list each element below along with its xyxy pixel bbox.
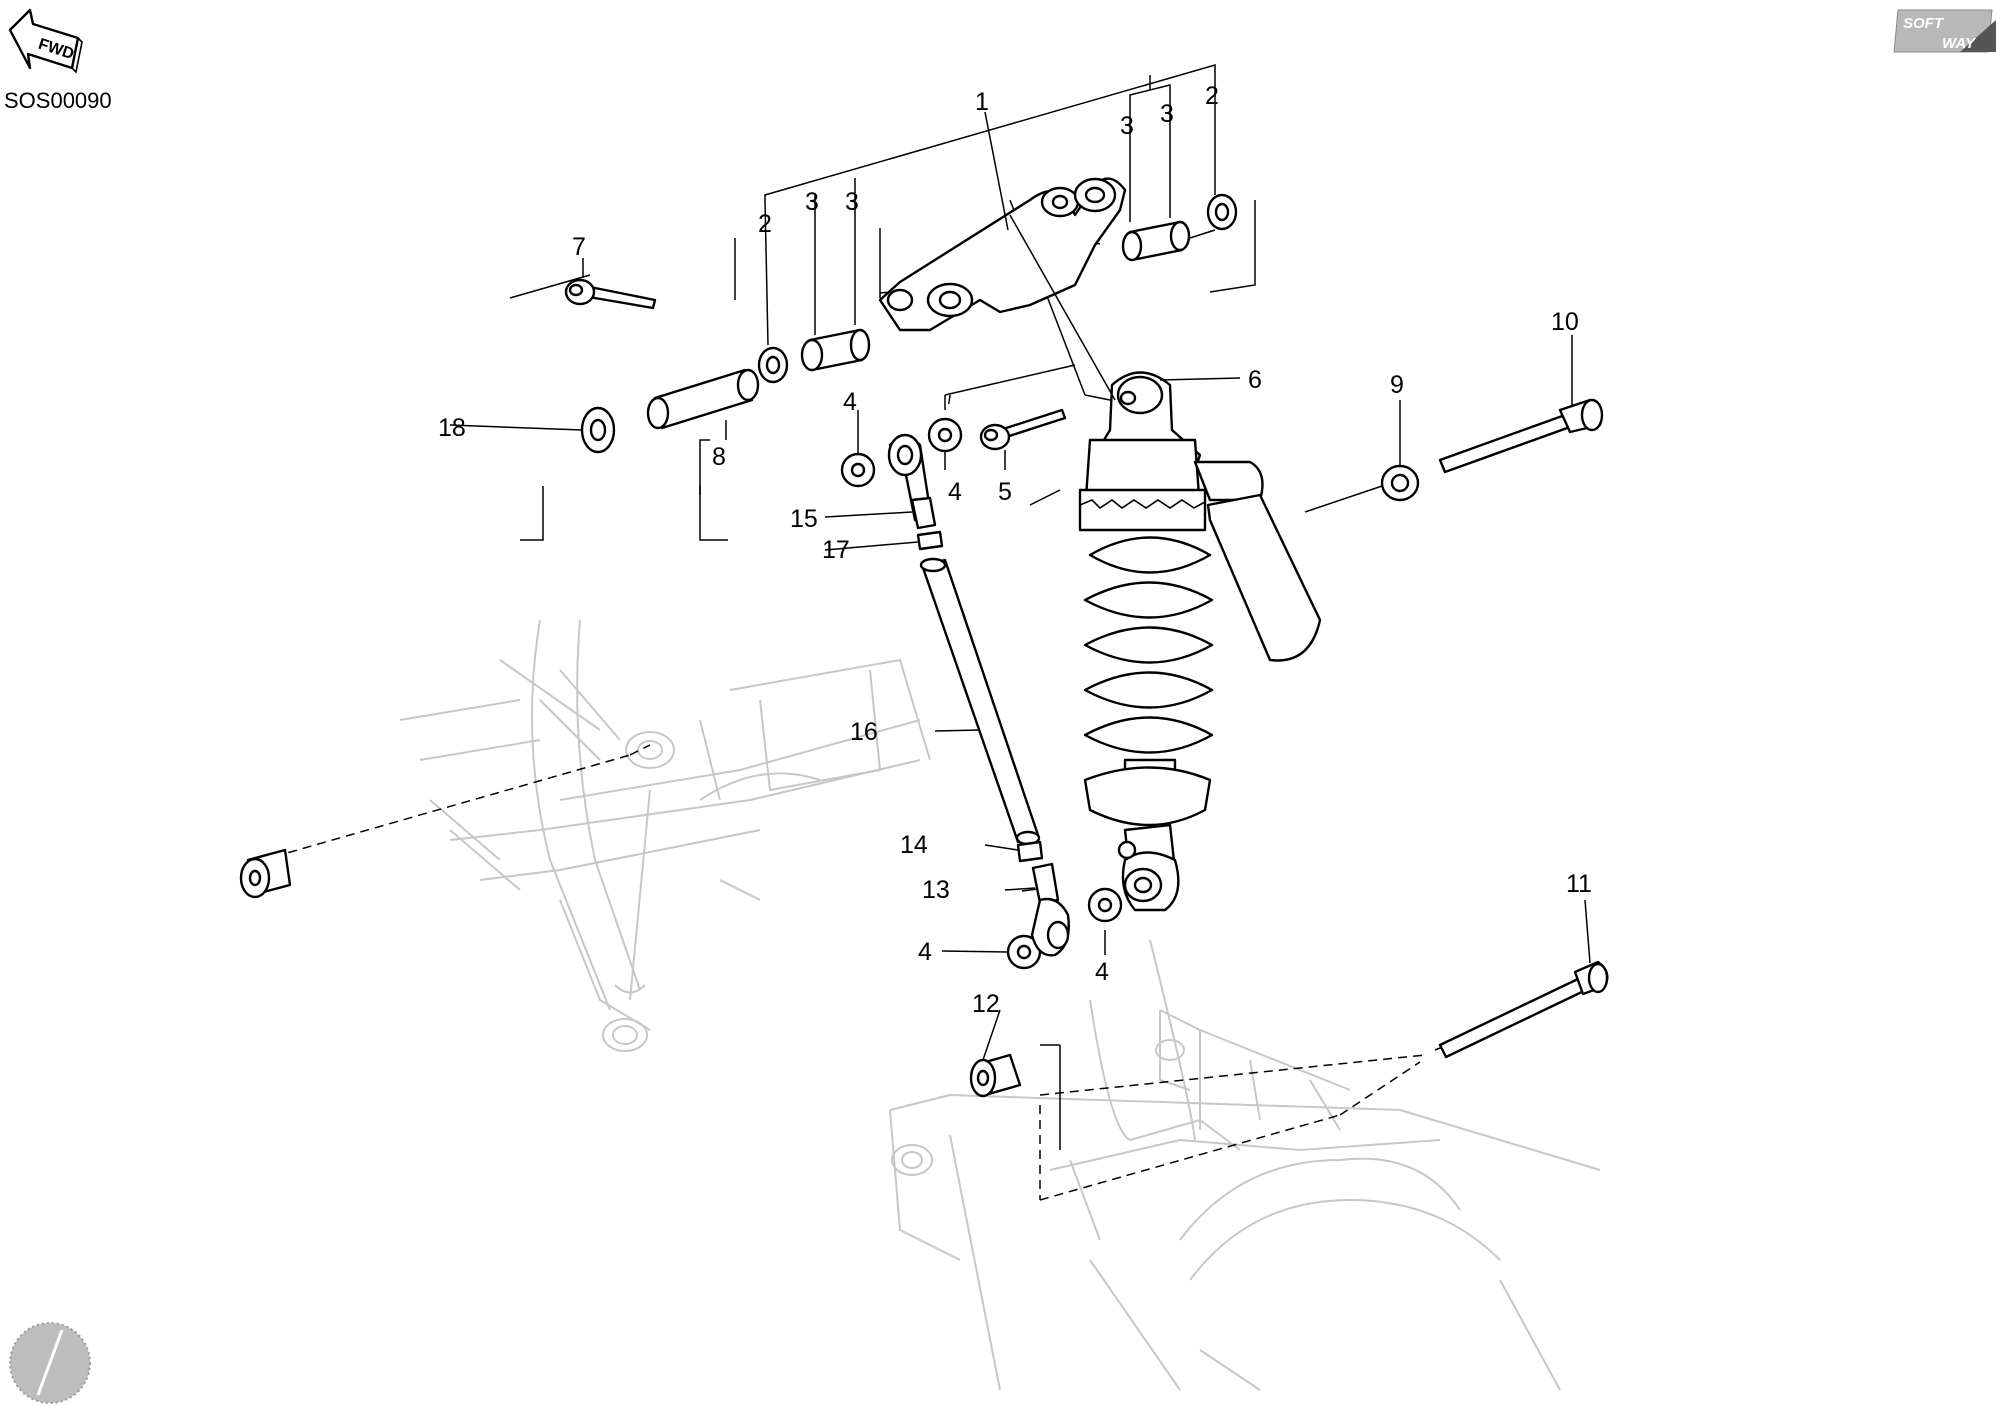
logo-bottom-text: WAY bbox=[1942, 35, 1977, 52]
callout-5: 5 bbox=[998, 478, 1012, 506]
frame-ghost bbox=[399, 619, 931, 1052]
tie-rod-part bbox=[919, 557, 1041, 846]
callout-8: 8 bbox=[712, 443, 726, 471]
lower-lock-nut-part bbox=[1016, 840, 1044, 863]
short-bolt-part bbox=[979, 408, 1067, 451]
drawing-code: SOS00090 bbox=[4, 88, 112, 113]
callout-3-d: 3 bbox=[1160, 100, 1174, 128]
callout-2-left: 2 bbox=[758, 210, 772, 238]
callout-4-b: 4 bbox=[948, 478, 962, 506]
callout-17: 17 bbox=[822, 536, 850, 564]
callout-3-c: 3 bbox=[1120, 112, 1134, 140]
upper-long-bolt-part bbox=[1438, 398, 1604, 474]
flanged-bushing-part bbox=[969, 1053, 1022, 1098]
needle-bearing-part bbox=[800, 220, 1191, 372]
callout-leaders bbox=[449, 64, 1591, 1061]
shock-absorber-part bbox=[1078, 371, 1322, 912]
logo-top-text: SOFT bbox=[1903, 15, 1945, 32]
callout-4-c: 4 bbox=[918, 938, 932, 966]
spring-washer-part bbox=[1380, 464, 1420, 502]
callout-15: 15 bbox=[790, 505, 818, 533]
callout-9: 9 bbox=[1390, 371, 1404, 399]
corner-seal-icon bbox=[9, 1322, 91, 1404]
lower-long-bolt-part bbox=[1438, 960, 1609, 1059]
end-bushing-part bbox=[239, 848, 292, 899]
forward-arrow-icon: FWD bbox=[8, 8, 83, 74]
bolt-part bbox=[564, 278, 657, 310]
callout-4-d: 4 bbox=[1095, 958, 1109, 986]
callout-16: 16 bbox=[850, 718, 878, 746]
spacer-tube-part bbox=[646, 368, 760, 430]
callout-1: 1 bbox=[975, 88, 989, 116]
callout-14: 14 bbox=[900, 831, 928, 859]
callout-18: 18 bbox=[438, 414, 466, 442]
seal-ring-part bbox=[757, 193, 1238, 384]
rocker-link-part bbox=[878, 177, 1127, 332]
swingarm-ghost bbox=[889, 939, 1601, 1391]
callout-3-b: 3 bbox=[845, 188, 859, 216]
upper-rod-end-part bbox=[887, 433, 937, 530]
upper-lock-nut-part bbox=[916, 530, 944, 551]
callout-2-right: 2 bbox=[1205, 82, 1219, 110]
bushing-part bbox=[840, 417, 1123, 970]
washer-part bbox=[580, 406, 616, 454]
callout-4-a: 4 bbox=[843, 388, 857, 416]
callout-labels: 1 2 2 3 3 3 3 4 4 4 4 5 6 7 8 9 10 11 12… bbox=[438, 82, 1592, 1018]
callout-10: 10 bbox=[1551, 308, 1579, 336]
callout-12: 12 bbox=[972, 990, 1000, 1018]
callout-13: 13 bbox=[922, 876, 950, 904]
callout-7: 7 bbox=[572, 233, 586, 261]
callout-6: 6 bbox=[1248, 366, 1262, 394]
softway-logo: SOFT WAY bbox=[1893, 9, 1996, 53]
callout-11: 11 bbox=[1566, 870, 1592, 898]
lower-rod-end-part bbox=[1030, 862, 1070, 957]
callout-3-a: 3 bbox=[805, 188, 819, 216]
